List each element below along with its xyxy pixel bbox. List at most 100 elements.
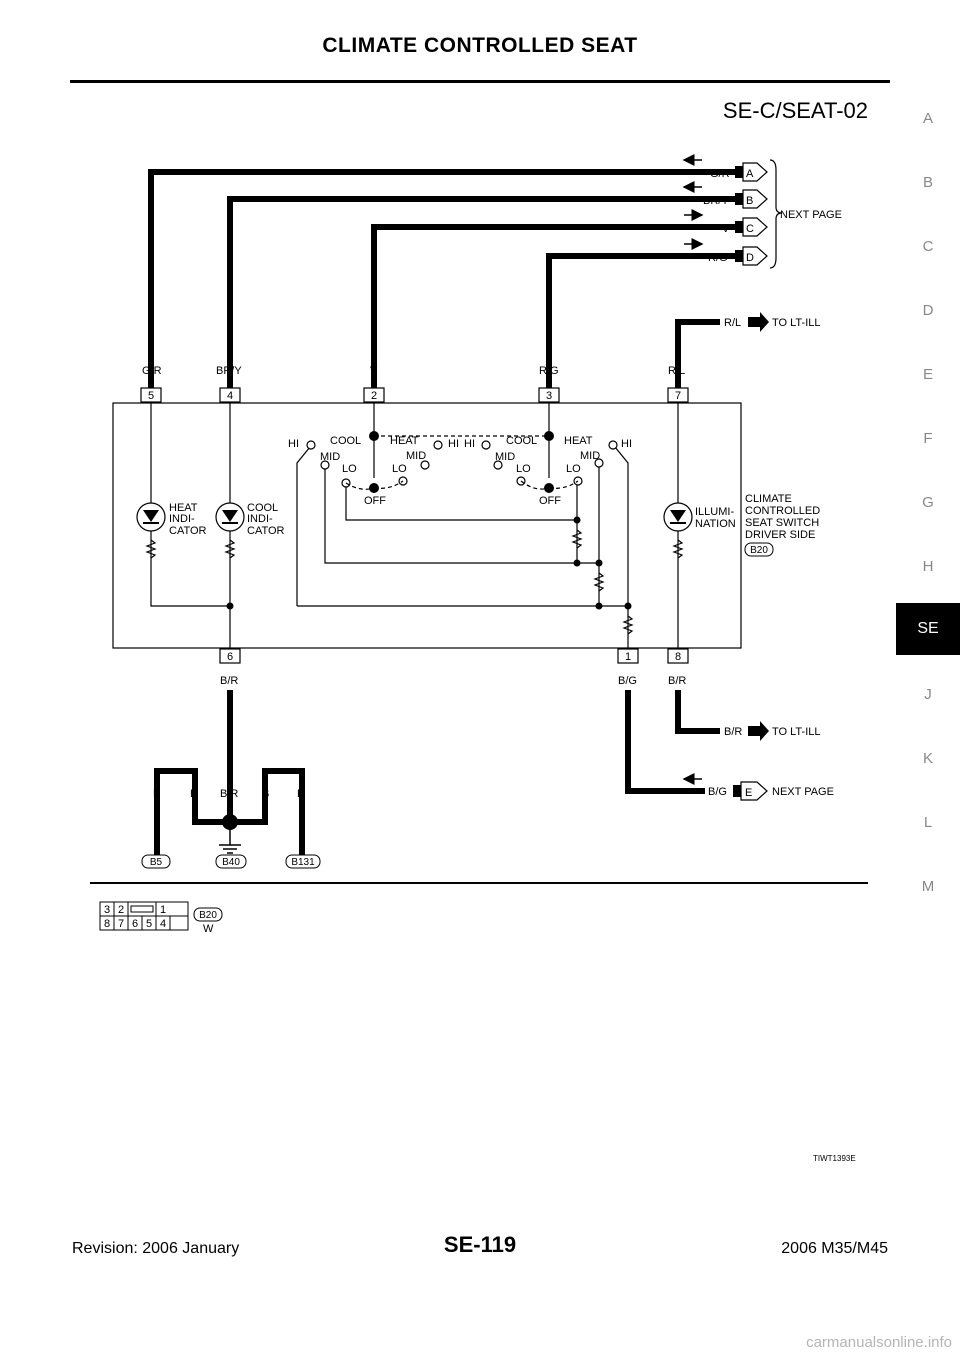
svg-text:B: B <box>190 788 197 800</box>
watermark: carmanualsonline.info <box>806 1334 952 1351</box>
svg-text:B: B <box>297 788 304 800</box>
tab-j[interactable]: J <box>924 686 932 703</box>
svg-text:5: 5 <box>148 390 154 402</box>
connector-d: D R/G <box>684 238 768 266</box>
svg-text:BR/Y: BR/Y <box>216 365 242 377</box>
tab-l[interactable]: L <box>923 814 933 831</box>
svg-text:B: B <box>746 195 753 207</box>
svg-text:CATOR: CATOR <box>247 525 285 537</box>
connector-face-id-badge <box>193 907 223 922</box>
ground-wire-labels: B B B/R B B <box>153 788 304 800</box>
next-page-label: NEXT PAGE <box>780 209 842 221</box>
svg-text:B40: B40 <box>222 857 240 868</box>
tab-c[interactable]: C <box>922 238 934 255</box>
connector-face-color: W <box>203 923 214 935</box>
svg-text:COOL: COOL <box>247 502 278 514</box>
svg-text:R/L: R/L <box>668 365 685 377</box>
svg-text:MID: MID <box>495 451 515 463</box>
svg-text:B/R: B/R <box>220 675 238 687</box>
svg-text:NEXT PAGE: NEXT PAGE <box>772 786 834 798</box>
diagram-id: SE-C/SEAT-02 <box>722 98 868 123</box>
tab-f[interactable]: F <box>923 430 933 447</box>
svg-text:B131: B131 <box>291 857 315 868</box>
svg-text:2: 2 <box>371 390 377 402</box>
svg-text:LO: LO <box>566 463 581 475</box>
svg-text:C: C <box>746 223 754 235</box>
svg-text:3: 3 <box>104 904 110 916</box>
svg-text:MID: MID <box>580 450 600 462</box>
svg-text:SEAT SWITCH: SEAT SWITCH <box>745 517 819 529</box>
svg-text:CLIMATE: CLIMATE <box>745 493 792 505</box>
tab-k[interactable]: K <box>922 750 933 767</box>
svg-text:CONTROLLED: CONTROLLED <box>745 505 820 517</box>
svg-text:OFF: OFF <box>364 495 386 507</box>
led-indicators <box>136 502 693 532</box>
svg-text:E: E <box>745 787 752 799</box>
to-lt-ill-top: R/L TO LT-ILL <box>724 312 821 332</box>
svg-text:B/R: B/R <box>724 726 742 738</box>
tab-a[interactable]: A <box>922 110 933 127</box>
footer-revision: Revision: 2006 January <box>72 1240 240 1257</box>
svg-text:1: 1 <box>625 651 631 663</box>
tab-d[interactable]: D <box>922 302 934 319</box>
svg-text:HEAT: HEAT <box>390 435 419 447</box>
svg-text:B5: B5 <box>150 857 163 868</box>
top-wire-labels: G/R BR/Y V R/G R/L <box>142 365 685 377</box>
top-pin-boxes <box>140 387 689 403</box>
connector-face-pins: 3 2 1 8 7 6 5 4 <box>104 904 166 930</box>
tab-b[interactable]: B <box>922 174 933 191</box>
svg-text:6: 6 <box>227 651 233 663</box>
top-pin-numbers: 5 4 2 3 7 <box>148 390 681 402</box>
svg-text:R/L: R/L <box>724 317 741 329</box>
svg-text:LO: LO <box>342 463 357 475</box>
wiring-diagram: A G/R B BR/Y C V D R/G NEXT PAGE R/L TO … <box>90 154 868 1163</box>
component-name: CLIMATE CONTROLLED SEAT SWITCH DRIVER SI… <box>744 493 820 557</box>
bottom-harness-wires <box>154 690 720 858</box>
svg-text:HI: HI <box>288 438 299 450</box>
svg-text:6: 6 <box>132 918 138 930</box>
svg-text:HI: HI <box>448 438 459 450</box>
connector-face-b20 <box>99 901 189 931</box>
svg-text:B/G: B/G <box>618 675 637 687</box>
svg-text:HEAT: HEAT <box>564 435 593 447</box>
svg-text:D: D <box>746 252 754 264</box>
top-harness-wires <box>148 169 735 395</box>
tab-h[interactable]: H <box>922 558 934 575</box>
svg-text:1: 1 <box>160 904 166 916</box>
svg-text:INDI-: INDI- <box>247 513 273 525</box>
svg-text:ILLUMI-: ILLUMI- <box>695 506 734 518</box>
to-lt-ill-bottom: B/R TO LT-ILL <box>724 721 821 741</box>
connector-a: A G/R <box>682 154 768 182</box>
svg-text:LO: LO <box>516 463 531 475</box>
svg-text:8: 8 <box>675 651 681 663</box>
svg-text:4: 4 <box>160 918 166 930</box>
connector-c: C V <box>684 209 768 237</box>
tab-se[interactable]: SE <box>896 603 960 655</box>
svg-text:BR/Y: BR/Y <box>703 195 729 207</box>
svg-text:HI: HI <box>621 438 632 450</box>
svg-text:A: A <box>746 168 754 180</box>
svg-text:LO: LO <box>392 463 407 475</box>
switch-position-labels: HI COOL MID LO OFF LO MID HEAT HI HI COO… <box>288 435 632 507</box>
svg-text:MID: MID <box>320 451 340 463</box>
svg-text:3: 3 <box>546 390 552 402</box>
svg-text:NATION: NATION <box>695 518 736 530</box>
footer-page-number: SE-119 <box>443 1232 517 1257</box>
svg-text:7: 7 <box>118 918 124 930</box>
svg-text:B/R: B/R <box>668 675 686 687</box>
svg-text:CATOR: CATOR <box>169 525 207 537</box>
bottom-pin-numbers: 6 1 8 <box>227 651 681 663</box>
junction-dots <box>226 516 632 610</box>
tab-m[interactable]: M <box>921 878 935 895</box>
svg-text:V: V <box>370 365 378 377</box>
svg-text:HEAT: HEAT <box>169 502 198 514</box>
ground-splice <box>222 814 238 830</box>
tab-e[interactable]: E <box>922 366 933 383</box>
svg-text:INDI-: INDI- <box>169 513 195 525</box>
svg-text:COOL: COOL <box>506 435 537 447</box>
svg-text:TO LT-ILL: TO LT-ILL <box>772 726 821 738</box>
tab-g[interactable]: G <box>922 494 934 511</box>
footer-model: 2006 M35/M45 <box>781 1240 888 1257</box>
svg-text:B: B <box>153 788 160 800</box>
figure-code: TIWT1393E <box>813 1154 856 1163</box>
